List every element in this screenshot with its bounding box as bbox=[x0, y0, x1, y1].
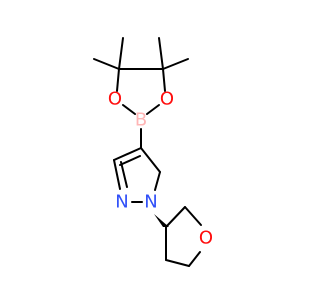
bond-c3-c4-double bbox=[119, 155, 141, 166]
atom-o-boronate-left: O bbox=[108, 89, 122, 110]
atom-label-b: B bbox=[135, 110, 147, 131]
bond-c4-c5 bbox=[140, 147, 161, 173]
bond-methyl-1 bbox=[93, 58, 120, 70]
bond-o-b-right bbox=[146, 104, 160, 115]
wedge-bond-n1-c3 bbox=[154, 214, 169, 227]
bond-n2-c3-double bbox=[120, 161, 128, 188]
bond-methyl-2 bbox=[118, 37, 124, 70]
bonds bbox=[93, 37, 202, 267]
bond-c5-n1 bbox=[154, 171, 161, 191]
atom-label-n2: N bbox=[115, 192, 128, 213]
bond-c3o-c4o bbox=[165, 206, 186, 228]
atom-label-n1: N bbox=[144, 192, 157, 213]
bond-c4o-o bbox=[184, 206, 202, 226]
atom-label-o-ring: O bbox=[199, 228, 213, 249]
bond-o-c5o bbox=[188, 251, 201, 267]
bond-c-o-right bbox=[162, 68, 166, 92]
atom-label-o-left: O bbox=[108, 89, 122, 110]
atom-label-o-right: O bbox=[160, 89, 174, 110]
bond-o-b-left bbox=[122, 104, 136, 115]
bond-c3-c4 bbox=[113, 147, 142, 161]
molecule-structure: O O B N N O bbox=[93, 37, 213, 267]
bond-c5o-c2o bbox=[165, 259, 190, 267]
atom-n-pyrazole-2: N bbox=[115, 192, 128, 213]
atom-n-pyrazole-1: N bbox=[144, 192, 157, 213]
bond-n2-c3 bbox=[113, 159, 121, 190]
bond-methyl-4 bbox=[162, 58, 189, 70]
atom-o-boronate-right: O bbox=[160, 89, 174, 110]
bond-methyl-3 bbox=[158, 37, 164, 70]
atom-labels: O O B N N O bbox=[108, 89, 213, 249]
molecule-canvas: O O B N N O bbox=[93, 37, 214, 267]
bond-c-o-left bbox=[116, 68, 120, 92]
atom-o-oxolane: O bbox=[199, 228, 213, 249]
atom-b-boron: B bbox=[135, 110, 147, 131]
